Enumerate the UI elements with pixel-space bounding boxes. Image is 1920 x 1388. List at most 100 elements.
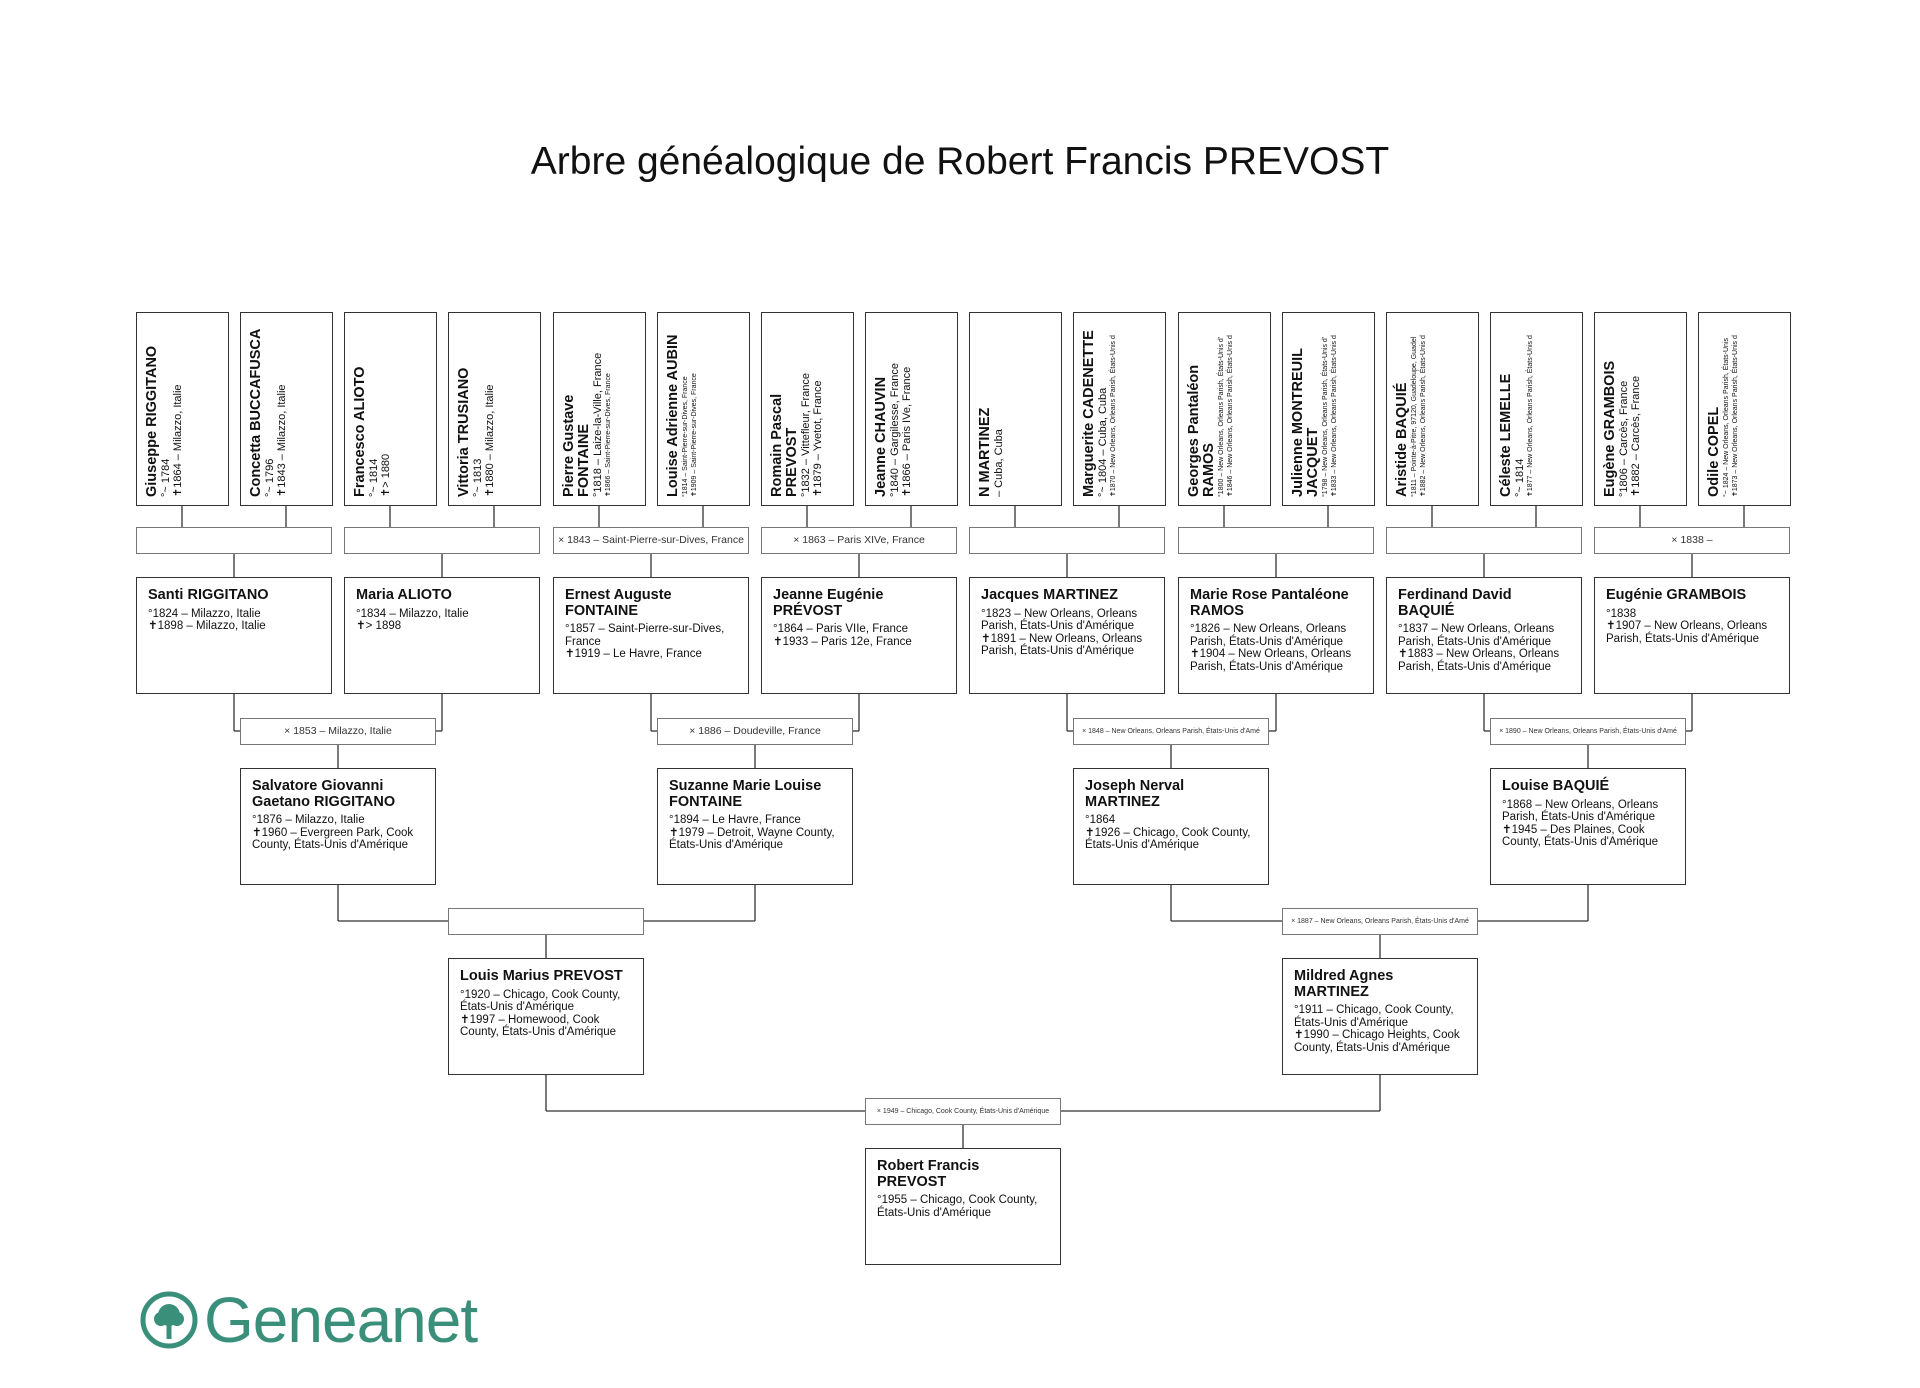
person-card-gen3[interactable]: Ferdinand David BAQUIÉ °1837 – New Orlean… [1386, 577, 1582, 694]
person-detail: ✝1864 – Milazzo, Italie [172, 384, 184, 497]
person-card-gen4[interactable]: Giuseppe RIGGITANO°~ 1784✝1864 – Milazzo… [136, 312, 229, 506]
person-name: Giuseppe RIGGITANO [144, 345, 160, 497]
person-detail: °1920 – Chicago, Cook County, États-Unis… [460, 988, 621, 1014]
person-card-gen4[interactable]: Vittoria TRUSIANO°~ 1813✝1880 – Milazzo,… [448, 312, 541, 506]
person-detail: ✝1882 – New Orleans, Orleans Parish, Éta… [1420, 335, 1427, 497]
person-details: °1857 – Saint-Pierre-sur-Dives, France✝1… [565, 623, 738, 661]
person-detail: ✝> 1898 [356, 620, 402, 632]
person-detail: °1837 – New Orleans, Orleans Parish, Éta… [1398, 623, 1555, 648]
person-detail: °~ 1814 [1514, 458, 1526, 497]
tree-icon [140, 1291, 198, 1349]
person-detail: °1864 – Paris VIIe, France [773, 623, 909, 635]
person-card-gen4[interactable]: Pierre Gustave FONTAINE°1818 – Laize-la-… [553, 312, 646, 506]
marriage-label: × 1890 – New Orleans, Orleans Parish, Ét… [1490, 718, 1686, 745]
person-card-gen3[interactable]: Jeanne Eugénie PRÉVOST °1864 – Paris VIIe… [761, 577, 957, 694]
brand-logo[interactable]: Geneanet [140, 1288, 478, 1352]
person-detail: ✝1919 – Le Havre, France [565, 648, 702, 660]
person-name: Julienne MONTREUIL JACQUET [1290, 348, 1321, 497]
person-card-gen3[interactable]: Marie Rose Pantaléone RAMOS°1826 – New O… [1178, 577, 1374, 694]
person-detail: ✝1882 – Carcès, France [1630, 375, 1642, 497]
person-card-content: Romain Pascal PREVOST°1832 – Vittefleur,… [762, 313, 855, 507]
person-detail: ✝> 1880 [380, 453, 392, 497]
marriage-label: × 1949 – Chicago, Cook County, États-Uni… [865, 1098, 1061, 1125]
person-name: Ferdinand David BAQUIÉ [1398, 587, 1512, 619]
person-card-content: Aristide BAQUIÉ°1811 – Pointe-à-Pitre, 9… [1387, 313, 1480, 507]
person-card-gen3[interactable]: Jacques MARTINEZ°1823 – New Orleans, Orl… [969, 577, 1165, 694]
person-card-content: Louise Adrienne AUBIN°1814 – Saint-Pierr… [658, 313, 751, 507]
marriage-label [344, 527, 540, 554]
person-card-content: Vittoria TRUSIANO°~ 1813✝1880 – Milazzo,… [449, 313, 542, 507]
marriage-label: × 1843 – Saint-Pierre-sur-Dives, France [553, 527, 749, 554]
person-name: Santi RIGGITANO [148, 587, 269, 603]
person-detail: ✝1879 – Yvetot, France [812, 380, 824, 497]
person-card-content: Suzanne Marie Louise FONTAINE°1894 – Le … [658, 769, 852, 852]
person-detail: °1823 – New Orleans, Orleans Parish, Éta… [981, 607, 1138, 633]
person-card-content: Ernest Auguste FONTAINE°1857 – Saint-Pie… [554, 578, 748, 661]
person-details: °1837 – New Orleans, Orleans Parish, Éta… [1398, 623, 1571, 673]
person-detail: °~ 1784 [160, 458, 172, 497]
person-card-gen4[interactable]: Julienne MONTREUIL JACQUET°1798 – New Or… [1282, 312, 1375, 506]
person-details: °1838✝1907 – New Orleans, Orleans Parish… [1606, 608, 1779, 646]
person-card-gen3[interactable]: Eugénie GRAMBOIS°1838✝1907 – New Orleans… [1594, 577, 1790, 694]
person-card-gen3[interactable]: Ernest Auguste FONTAINE°1857 – Saint-Pie… [553, 577, 749, 694]
person-card-gen1[interactable]: Louis Marius PREVOST°1920 – Chicago, Coo… [448, 958, 644, 1075]
person-name: Mildred Agnes MARTINEZ [1294, 968, 1394, 1000]
person-card-content: Odile COPEL°~ 1824 – New Orleans, Orlean… [1699, 313, 1792, 507]
person-card-gen2[interactable]: Suzanne Marie Louise FONTAINE°1894 – Le … [657, 768, 853, 885]
person-detail: ✝1945 – Des Plaines, Cook County, États-… [1502, 823, 1659, 849]
person-card-content: Robert Francis PREVOST°1955 – Chicago, C… [866, 1149, 1060, 1219]
person-card-content: Louise BAQUIÉ°1868 – New Orleans, Orlean… [1491, 769, 1685, 849]
person-detail: °1824 – Milazzo, Italie [148, 607, 261, 620]
person-detail: ✝1990 – Chicago Heights, Cook County, Ét… [1294, 1029, 1460, 1054]
person-detail: °1894 – Le Havre, France [669, 814, 801, 826]
person-name: Aristide BAQUIÉ [1394, 382, 1410, 497]
person-card-gen4[interactable]: Louise Adrienne AUBIN°1814 – Saint-Pierr… [657, 312, 750, 506]
person-card-gen4[interactable]: Francesco ALIOTO°~ 1814✝> 1880 [344, 312, 437, 506]
person-card-content: Jacques MARTINEZ°1823 – New Orleans, Orl… [970, 578, 1164, 658]
person-card-gen4[interactable]: Aristide BAQUIÉ°1811 – Pointe-à-Pitre, 9… [1386, 312, 1479, 506]
person-card-gen4[interactable]: Georges Pantaléon RAMOS°1800 – New Orlea… [1178, 312, 1271, 506]
person-card-gen2[interactable]: Salvatore Giovanni Gaetano RIGGITANO °187… [240, 768, 436, 885]
person-card-gen4[interactable]: Odile COPEL°~ 1824 – New Orleans, Orlean… [1698, 312, 1791, 506]
person-detail: ✝1877 – New Orleans, Orleans Parish, Éta… [1527, 335, 1534, 497]
person-name: Jeanne Eugénie PRÉVOST [773, 587, 884, 619]
person-details: °1955 – Chicago, Cook County, États-Unis… [877, 1194, 1050, 1219]
person-card-gen4[interactable]: Marguerite CADENETTE°~ 1804 – Cuba, Cuba… [1073, 312, 1166, 506]
marriage-label [448, 908, 644, 935]
person-card-gen4[interactable]: Concetta BUCCAFUSCA°~ 1796✝1843 – Milazz… [240, 312, 333, 506]
person-card-content: Céleste LEMELLE°~ 1814✝1877 – New Orlean… [1491, 313, 1584, 507]
person-details: °1876 – Milazzo, Italie✝1960 – Evergreen… [252, 814, 425, 852]
marriage-label: × 1886 – Doudeville, France [657, 718, 853, 745]
person-card-gen3[interactable]: Santi RIGGITANO°1824 – Milazzo, Italie✝1… [136, 577, 332, 694]
person-card-content: Marguerite CADENETTE°~ 1804 – Cuba, Cuba… [1074, 313, 1167, 507]
person-name: Marguerite CADENETTE [1081, 330, 1097, 497]
person-card-gen2[interactable]: Joseph Nerval MARTINEZ°1864✝1926 – Chica… [1073, 768, 1269, 885]
person-name: N MARTINEZ [977, 407, 993, 497]
person-name: Jeanne CHAUVIN [873, 376, 889, 497]
person-card-root[interactable]: Robert Francis PREVOST°1955 – Chicago, C… [865, 1148, 1061, 1265]
person-name: Georges Pantaléon RAMOS [1186, 364, 1217, 497]
person-card-content: Marie Rose Pantaléone RAMOS°1826 – New O… [1179, 578, 1373, 673]
person-card-gen4[interactable]: Romain Pascal PREVOST°1832 – Vittefleur,… [761, 312, 854, 506]
person-detail: °1868 – New Orleans, Orleans Parish, Éta… [1502, 798, 1659, 824]
person-card-gen4[interactable]: Eugène GRAMBOIS°1806 – Carcès, France✝18… [1594, 312, 1687, 506]
person-card-gen2[interactable]: Louise BAQUIÉ°1868 – New Orleans, Orlean… [1490, 768, 1686, 885]
person-detail: ✝1866 – Saint-Pierre-sur-Dives, France [605, 373, 612, 497]
person-name: Romain Pascal PREVOST [769, 393, 800, 497]
person-name: Salvatore Giovanni Gaetano RIGGITANO [252, 778, 396, 810]
person-detail: °1911 – Chicago, Cook County, États-Unis… [1294, 1004, 1454, 1029]
person-card-gen4[interactable]: N MARTINEZ– Cuba, Cuba [969, 312, 1062, 506]
person-card-gen4[interactable]: Jeanne CHAUVIN°1840 – Gargilesse, France… [865, 312, 958, 506]
person-detail: °1800 – New Orleans, Orleans Parish, Éta… [1218, 336, 1225, 497]
person-card-content: Maria ALIOTO°1834 – Milazzo, Italie✝> 18… [345, 578, 539, 633]
person-detail: °~ 1804 – Cuba, Cuba [1097, 387, 1109, 497]
person-card-gen4[interactable]: Céleste LEMELLE°~ 1814✝1877 – New Orlean… [1490, 312, 1583, 506]
marriage-label [1178, 527, 1374, 554]
person-details: °1868 – New Orleans, Orleans Parish, Éta… [1502, 799, 1675, 849]
person-details: °1864 – Paris VIIe, France✝1933 – Paris … [773, 623, 946, 648]
person-detail: °1814 – Saint-Pierre-sur-Dives, France [682, 376, 689, 497]
person-card-gen3[interactable]: Maria ALIOTO°1834 – Milazzo, Italie✝> 18… [344, 577, 540, 694]
person-card-content: Eugénie GRAMBOIS°1838✝1907 – New Orleans… [1595, 578, 1789, 645]
person-card-gen1[interactable]: Mildred Agnes MARTINEZ °1911 – Chicago, C… [1282, 958, 1478, 1075]
